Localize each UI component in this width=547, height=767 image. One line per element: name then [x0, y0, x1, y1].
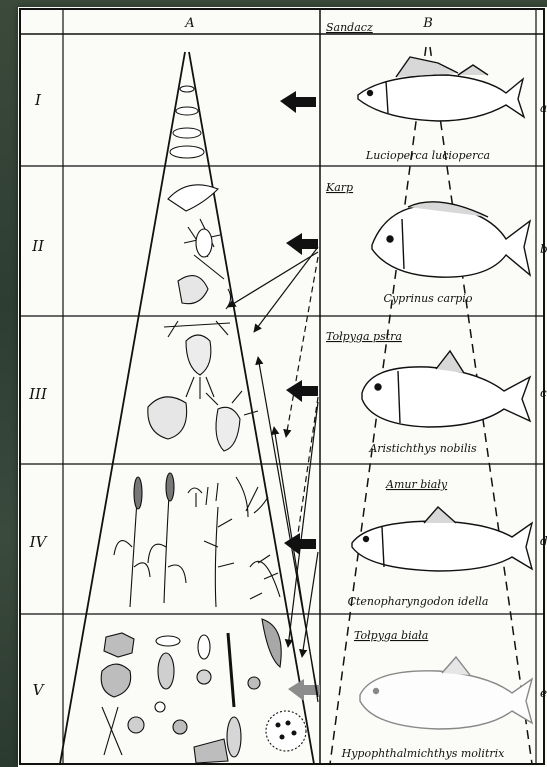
edge-letter-3: c — [540, 386, 547, 400]
trophic-arrows — [280, 91, 318, 555]
level-roman-5: V — [33, 681, 46, 699]
level1-small-fish — [170, 86, 204, 158]
fish-bighead-carp — [362, 351, 530, 427]
edge-letter-1: a — [540, 101, 547, 115]
fish-silver-carp — [360, 657, 532, 729]
level-roman-4: IV — [29, 533, 49, 551]
fish-carp — [372, 202, 530, 277]
fish-grass-carp — [352, 507, 532, 571]
fish-pikeperch — [358, 57, 524, 121]
black-left-arrow — [286, 233, 318, 255]
fish-name-pl-4: Amur biały — [385, 478, 448, 491]
level2-invertebrates — [168, 185, 231, 309]
edge-letter-4: d — [540, 534, 547, 548]
black-left-arrow — [280, 91, 316, 113]
level5-phytoplankton — [101, 619, 306, 763]
black-left-arrow — [286, 380, 318, 402]
fish-name-pl-1: Sandacz — [326, 21, 373, 34]
fish-name-lat-3: Aristichthys nobilis — [368, 442, 477, 455]
fish-name-lat-2: Cyprinus carpio — [384, 292, 473, 305]
column-a-header: A — [184, 16, 194, 31]
fish-name-lat-1: Lucioperca lucioperca — [365, 149, 490, 162]
fish-name-lat-4: Ctenopharyngodon idella — [348, 595, 489, 608]
level-roman-3: III — [28, 385, 48, 403]
diagram-sheet: A B I II III IV V a b c d e Sandacz Karp… — [18, 7, 547, 767]
level3-zooplankton — [148, 321, 258, 451]
level-roman-2: II — [31, 237, 45, 255]
fish-name-pl-5: Tołpyga biała — [354, 629, 428, 642]
column-b-header: B — [422, 16, 433, 31]
food-chain-diagram: A B I II III IV V a b c d e Sandacz Karp… — [18, 7, 547, 767]
edge-letter-2: b — [540, 242, 547, 256]
fish-name-lat-5: Hypophthalmichthys molitrix — [341, 747, 506, 760]
level-roman-1: I — [34, 91, 42, 109]
fish-name-pl-2: Karp — [325, 181, 353, 194]
level4-plants — [114, 473, 280, 607]
edge-letter-5: e — [540, 686, 547, 700]
fish-name-pl-3: Tołpyga pstra — [326, 330, 402, 343]
